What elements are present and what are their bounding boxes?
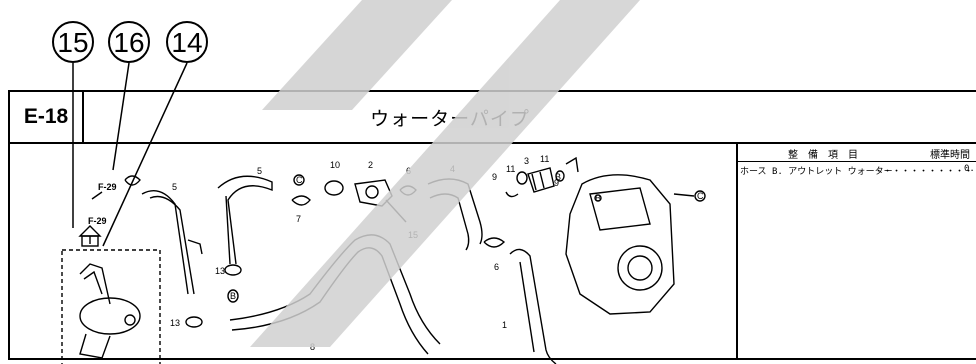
label-6-lower: 6 <box>494 262 499 272</box>
section-code: E-18 <box>10 92 84 142</box>
dashed-assembly-box <box>61 249 161 364</box>
housing-body <box>79 297 141 335</box>
housing-outlet <box>79 333 111 359</box>
label-4: 4 <box>450 164 455 174</box>
header-standard-time: 標準時間 <box>930 150 970 161</box>
pipe-5-center-inner <box>225 195 231 265</box>
ref-f29-lower: F-29 <box>88 216 107 226</box>
label-6-upper: 6 <box>406 166 411 176</box>
label-7: 7 <box>296 214 301 224</box>
hose-8-outer <box>229 234 441 345</box>
section-title: ウォーターパイプ <box>370 107 530 130</box>
label-b-clip: B <box>230 291 236 301</box>
engine-block <box>565 174 675 315</box>
pipe-5-left-inner <box>149 195 195 295</box>
table-row: ホース B. アウトレット ウォーター ・・・・・・・・・・・・・・ 0. <box>738 162 976 178</box>
callout-14: 14 <box>166 21 208 63</box>
label-13-lower: 13 <box>170 318 180 328</box>
clamp-13-upper <box>224 264 242 276</box>
pipe-5-left <box>141 190 189 295</box>
up-arrow-f29 <box>78 225 102 244</box>
section-frame: E-18 ウォーターパイプ <box>8 90 976 364</box>
header-char-4: 目 <box>848 150 858 161</box>
label-10: 10 <box>330 160 340 170</box>
arrow-f29-upper <box>91 191 103 200</box>
label-8: 8 <box>310 342 315 352</box>
label-c-left: C <box>296 175 303 185</box>
label-11-right: 11 <box>540 154 549 164</box>
joint-2-port <box>365 185 379 199</box>
table-header: 整 備 項 目 標準時間 <box>738 144 976 162</box>
part-3-body <box>527 167 555 193</box>
section-header: E-18 ウォーターパイプ <box>10 92 976 144</box>
pipe-5-center <box>217 175 273 265</box>
ring-11-left <box>516 171 528 185</box>
clamp-top <box>124 175 141 186</box>
section-body: F-29 F-29 5 5 13 13 7 10 2 6 15 4 6 8 1 … <box>10 144 976 364</box>
clip-b-lower <box>227 289 239 303</box>
parts-diagram: F-29 F-29 5 5 13 13 7 10 2 6 15 4 6 8 1 … <box>61 154 706 364</box>
leader-line-16 <box>112 62 130 171</box>
joint-2 <box>354 179 393 207</box>
hose-4-inner <box>429 193 470 251</box>
work-time-table: 整 備 項 目 標準時間 ホース B. アウトレット ウォーター ・・・・・・・… <box>738 144 976 358</box>
label-11-left: 11 <box>506 164 515 174</box>
o-ring-10 <box>324 180 344 196</box>
hose-4-outer <box>427 178 483 245</box>
callout-15-label: 15 <box>57 27 88 58</box>
callout-14-label: 14 <box>171 27 202 58</box>
housing-neck-inner <box>83 270 103 295</box>
label-5-center: 5 <box>257 166 262 176</box>
clip-9-left <box>505 191 519 198</box>
label-b-engine: B <box>595 193 601 203</box>
label-c-right: C <box>697 191 704 201</box>
up-arrow-stem <box>81 235 99 247</box>
clamp-13-lower <box>185 316 203 328</box>
clamp-6-upper <box>399 185 417 196</box>
engine-outlet <box>673 193 695 197</box>
header-char-2: 備 <box>808 150 818 161</box>
row-value: 0. <box>964 164 975 174</box>
clamp-7 <box>291 195 311 206</box>
label-5-left: 5 <box>172 182 177 192</box>
header-char-1: 整 <box>788 150 798 161</box>
label-9-left: 9 <box>492 172 497 182</box>
callout-16: 16 <box>108 21 150 63</box>
joint-2-bolt <box>385 199 407 223</box>
pipe-1-inner <box>519 261 535 353</box>
part-3-rib-2 <box>539 171 545 189</box>
parts-diagram-panel: F-29 F-29 5 5 13 13 7 10 2 6 15 4 6 8 1 … <box>10 144 738 364</box>
label-13-upper: 13 <box>215 266 225 276</box>
housing-neck <box>79 263 111 305</box>
ref-f29-upper: F-29 <box>98 182 117 192</box>
housing-bolt <box>124 314 136 326</box>
engine-cover <box>617 245 663 291</box>
header-char-3: 項 <box>828 150 838 161</box>
label-b-ring: B <box>555 172 561 182</box>
row-dots: ・・・・・・・・・・・・・・ <box>874 167 976 177</box>
callout-16-label: 16 <box>113 27 144 58</box>
row-item: ホース B. アウトレット ウォーター <box>740 167 893 177</box>
label-1: 1 <box>502 320 507 330</box>
callout-15: 15 <box>52 21 94 63</box>
marker-c-right <box>694 190 706 202</box>
engine-cover-inner <box>627 255 653 281</box>
clip-9-right <box>565 156 579 173</box>
leader-line-14 <box>102 62 188 247</box>
callout-layer: 15 16 14 <box>52 21 208 247</box>
label-3: 3 <box>524 156 529 166</box>
pipe-5-bracket <box>187 239 203 255</box>
label-2: 2 <box>368 160 373 170</box>
label-15: 15 <box>408 230 418 240</box>
clamp-6-lower <box>483 237 506 248</box>
